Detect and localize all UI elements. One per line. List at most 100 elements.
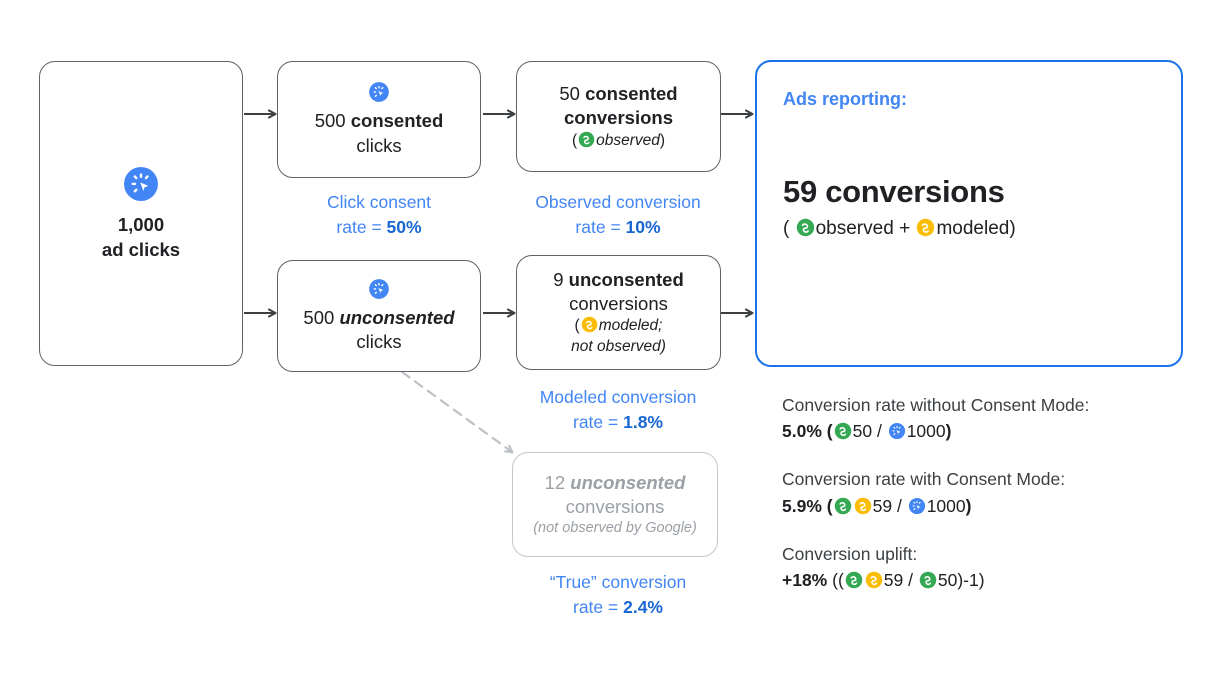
formula-observed-count: 50 — [937, 570, 958, 590]
formula-total-count: 59 — [872, 495, 893, 516]
unobserved-conversions-count-line: 12 unconsented — [545, 471, 686, 495]
formula-observed-count: 50 — [852, 421, 873, 442]
stat-percent: 5.9% — [782, 495, 822, 516]
consented-clicks-count-line: 500 consented — [315, 109, 444, 133]
consented-conversions-emphasis: consented — [585, 82, 678, 104]
formula-open-paren: ( — [826, 421, 833, 442]
conversion-modeled-icon — [854, 497, 872, 515]
note-text: observed — [596, 131, 660, 149]
click-consent-rate-label: Click consent — [326, 192, 432, 212]
note-open-paren: ( — [574, 317, 580, 335]
modeled-conversion-rate-value: 1.8% — [623, 411, 663, 432]
breakdown-plus: + — [899, 217, 911, 239]
ad-click-icon — [888, 422, 906, 440]
formula-divider: / — [908, 570, 913, 590]
note-text-modeled: modeled; — [598, 317, 663, 335]
conversion-observed-icon — [834, 422, 852, 440]
note-close-paren: ) — [659, 131, 666, 149]
ads-reporting-panel: Ads reporting: 59 conversions ( observed… — [755, 60, 1183, 367]
stats-list: Conversion rate without Consent Mode: 5.… — [782, 392, 1212, 615]
conversion-modeled-icon — [916, 218, 935, 237]
formula-close-paren: ) — [965, 495, 972, 516]
source-value: 1,000 — [117, 214, 165, 236]
formula-divider: / — [896, 495, 902, 516]
click-consent-rate-value-line: rate = 50% — [277, 215, 481, 240]
consented-conversions-label: conversions — [564, 107, 673, 129]
unconsented-clicks-label: clicks — [356, 331, 402, 352]
formula-total-count: 59 — [883, 570, 904, 590]
ad-click-icon — [368, 278, 390, 300]
click-consent-rate: Click consent rate = 50% — [277, 190, 481, 240]
stat-value: +18% (( 59 / — [782, 567, 1212, 594]
modeled-conversion-rate-prefix: rate = — [573, 411, 624, 432]
note-open-paren: ( — [571, 131, 578, 149]
modeled-conversion-rate-label: Modeled conversion — [539, 387, 697, 407]
conversion-modeled-icon — [581, 316, 598, 333]
stat-value: 5.0% ( 50 / — [782, 418, 1212, 445]
unconsented-conversions-count-line: 9 unconsented — [553, 268, 684, 292]
observed-conversion-rate: Observed conversion rate = 10% — [500, 190, 736, 240]
modeled-conversion-rate: Modeled conversion rate = 1.8% — [500, 385, 736, 435]
unobserved-conversions-count: 12 — [544, 471, 566, 493]
formula-open-paren: ( — [826, 495, 833, 516]
modeled-conversion-rate-value-line: rate = 1.8% — [500, 410, 736, 435]
conversion-observed-icon — [845, 571, 863, 589]
unconsented-conversions-emphasis: unconsented — [568, 268, 684, 290]
stat-conversion-rate-without-consent-mode: Conversion rate without Consent Mode: 5.… — [782, 392, 1212, 445]
true-conversion-rate-value: 2.4% — [623, 596, 663, 617]
formula-close-paren: ) — [945, 421, 952, 442]
conversion-observed-icon — [796, 218, 815, 237]
unobserved-conversions-note: (not observed by Google) — [533, 520, 697, 537]
unconsented-clicks-count-line: 500 unconsented — [303, 306, 454, 330]
unconsented-conversions-note-line2: not observed) — [571, 337, 666, 355]
unobserved-conversions-box: 12 unconsented conversions (not observed… — [512, 452, 718, 557]
conversion-observed-icon — [578, 131, 595, 148]
consented-conversions-count: 50 — [559, 82, 580, 104]
conversion-observed-icon — [919, 571, 937, 589]
stat-label: Conversion rate with Consent Mode: — [782, 469, 1066, 490]
consented-clicks-count: 500 — [314, 110, 346, 132]
consented-clicks-emphasis: consented — [350, 110, 444, 132]
formula-divider: / — [876, 421, 882, 442]
stat-percent: +18% — [782, 570, 828, 590]
formula-close-paren: )-1) — [957, 570, 985, 590]
true-conversion-rate-prefix: rate = — [573, 596, 624, 617]
consented-conversions-note: ( observed) — [572, 131, 665, 151]
unobserved-conversions-label: conversions — [565, 495, 665, 517]
breakdown-observed-label: observed — [815, 217, 894, 239]
consented-conversions-count-line: 50 consented — [559, 82, 677, 106]
formula-clicks-count: 1000 — [906, 421, 946, 442]
ads-reporting-title: Ads reporting: — [783, 89, 907, 109]
consented-clicks-box: 500 consented clicks — [277, 61, 481, 178]
unconsented-conversions-label: conversions — [569, 293, 668, 315]
stat-conversion-uplift: Conversion uplift: +18% (( 59 / — [782, 541, 1212, 594]
true-conversion-rate-label: “True” conversion — [549, 572, 687, 592]
ad-click-icon — [122, 165, 160, 203]
ads-reporting-breakdown: ( observed + modeled) — [783, 216, 1016, 241]
stat-conversion-rate-with-consent-mode: Conversion rate with Consent Mode: 5.9% … — [782, 466, 1212, 519]
unobserved-conversions-emphasis: unconsented — [570, 471, 686, 493]
true-conversion-rate-value-line: rate = 2.4% — [500, 595, 736, 620]
observed-conversion-rate-prefix: rate = — [575, 216, 626, 237]
unconsented-conversions-count: 9 — [553, 268, 564, 290]
stat-percent: 5.0% — [782, 421, 822, 442]
observed-conversion-rate-value: 10% — [625, 216, 661, 237]
formula-clicks-count: 1000 — [926, 495, 966, 516]
stat-label: Conversion rate without Consent Mode: — [782, 395, 1090, 415]
breakdown-modeled-label: modeled — [936, 217, 1010, 239]
observed-conversion-rate-label: Observed conversion — [535, 192, 701, 212]
breakdown-close-paren: ) — [1009, 217, 1016, 239]
click-consent-rate-value: 50% — [386, 216, 422, 237]
unconsented-clicks-box: 500 unconsented clicks — [277, 260, 481, 372]
consented-clicks-label: clicks — [356, 134, 402, 156]
source-ad-clicks-box: 1,000 ad clicks — [39, 61, 243, 366]
stat-value: 5.9% ( 59 / — [782, 493, 1212, 520]
unconsented-conversions-note-line1: ( modeled; — [574, 316, 663, 336]
consented-conversions-box: 50 consented conversions ( observed) — [516, 61, 721, 172]
breakdown-open-paren: ( — [783, 217, 790, 239]
unconsented-clicks-count: 500 — [303, 306, 335, 328]
ad-click-icon — [908, 497, 926, 515]
stat-label: Conversion uplift: — [782, 543, 918, 564]
